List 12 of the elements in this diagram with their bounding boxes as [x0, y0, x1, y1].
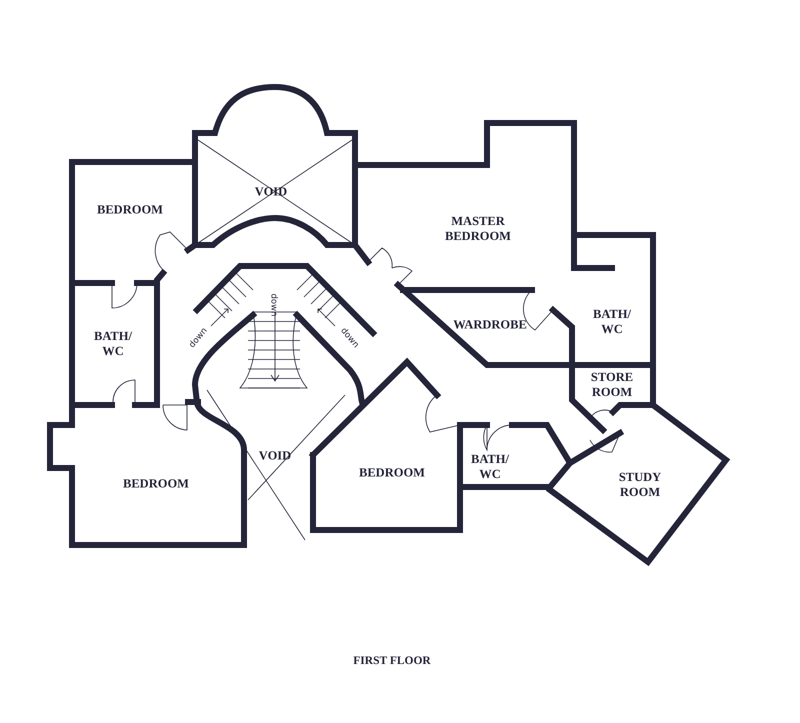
- room-label: WARDROBE: [445, 318, 535, 332]
- room-label: STUDY ROOM: [600, 470, 680, 500]
- room-label: BEDROOM: [85, 202, 175, 218]
- room-label: BATH/ WC: [460, 452, 520, 482]
- room-label: BEDROOM: [111, 476, 201, 492]
- stair-direction-label: down: [268, 294, 278, 316]
- room-label: STORE ROOM: [582, 370, 642, 400]
- room-label: MASTER BEDROOM: [423, 214, 533, 244]
- room-label: BEDROOM: [347, 466, 437, 480]
- room-label: BATH/ WC: [83, 329, 143, 359]
- floor-caption: FIRST FLOOR: [353, 655, 431, 667]
- room-label: BATH/ WC: [582, 307, 642, 337]
